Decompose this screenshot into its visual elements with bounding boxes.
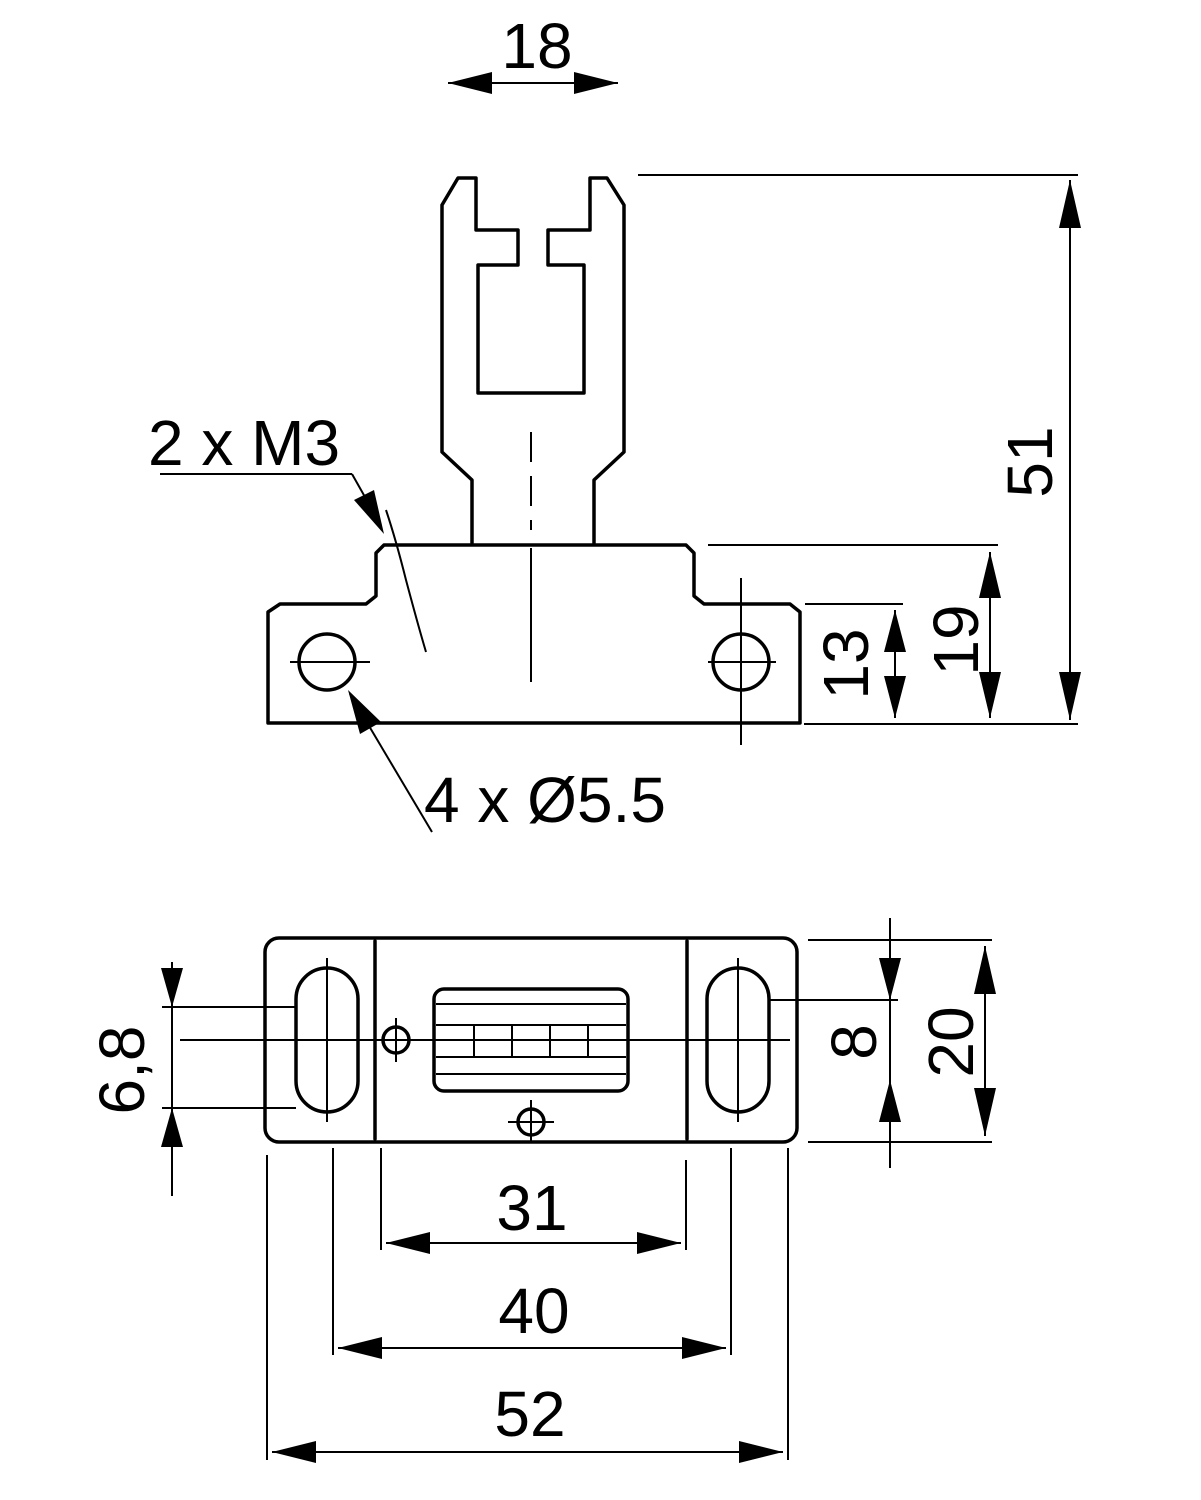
dimension-19: 19: [708, 544, 1001, 718]
dimension-51-label: 51: [994, 426, 1066, 497]
dimension-52-label: 52: [494, 1378, 565, 1450]
dimension-18-label: 18: [501, 10, 572, 82]
dimension-40-label: 40: [498, 1275, 569, 1347]
dimension-51: 51: [638, 174, 1081, 725]
dimension-52: 52: [266, 1148, 789, 1463]
callout-thread: 2 x M3: [148, 407, 427, 653]
callout-thread-label: 2 x M3: [148, 407, 340, 479]
dimension-40: 40: [332, 1148, 732, 1359]
actuator-tongue-outline: [440, 176, 626, 545]
dimension-20-label: 20: [915, 1006, 987, 1077]
dimension-13-label: 13: [810, 628, 882, 699]
dimension-6-8: 6,8: [86, 962, 296, 1196]
actuator-plan-view: [180, 936, 799, 1144]
dimension-31-label: 31: [496, 1172, 567, 1244]
actuator-side-view: [266, 176, 802, 745]
callout-holes: 4 x Ø5.5: [348, 690, 666, 836]
dimension-19-label: 19: [920, 604, 992, 675]
dimension-20: 20: [808, 939, 996, 1143]
dimension-13: 13: [805, 603, 906, 718]
actuator-base-outline: [266, 543, 802, 725]
dimension-6-8-label: 6,8: [86, 1026, 158, 1115]
actuator-head: [432, 987, 630, 1093]
dimension-8: 8: [770, 918, 901, 1168]
dimension-8-label: 8: [818, 1024, 890, 1060]
dimension-31: 31: [380, 1148, 687, 1254]
callout-holes-label: 4 x Ø5.5: [424, 764, 666, 836]
dimension-18: 18: [448, 10, 618, 94]
